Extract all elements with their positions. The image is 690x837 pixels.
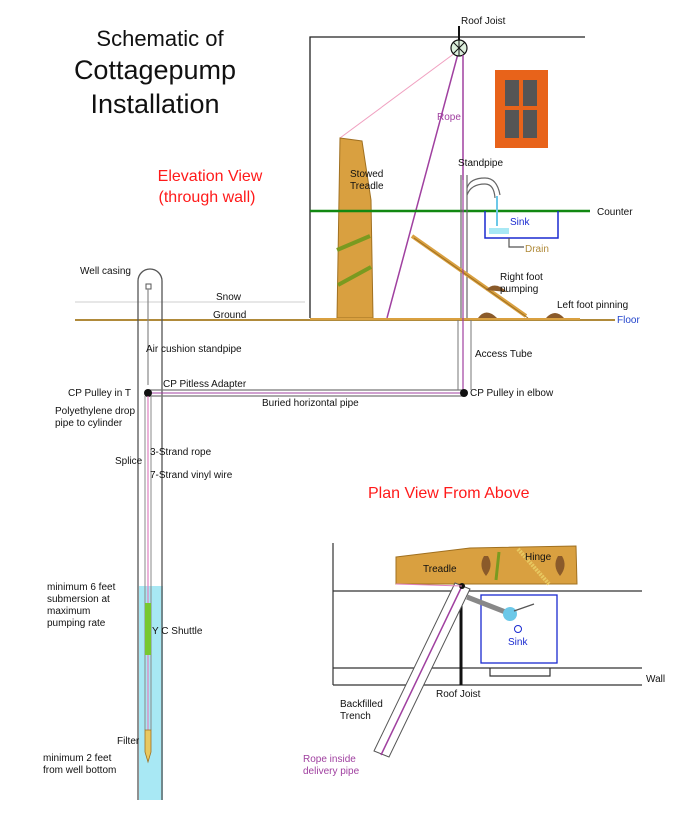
rope-pink-diagonal [339,49,460,139]
title-line3: Installation [90,89,219,119]
title-line2: Cottagepump [74,55,236,85]
label-pulley-elbow: CP Pulley in elbow [470,388,554,399]
faucet-plan [513,603,535,612]
buried-pipe [148,389,465,397]
label-min6: minimum 6 feet submersion at maximum pum… [47,582,118,629]
label-poly-drop: Polyethylene drop pipe to cylinder [55,406,138,429]
filter-icon [144,729,152,764]
access-tube [457,320,472,390]
label-pitless: CP Pitless Adapter [163,379,247,390]
label-filter: Filter [117,736,140,747]
label-roof-joist-top: Roof Joist [461,16,506,27]
rope-inside-l2: delivery pipe [303,766,360,777]
label-min2: minimum 2 feet from well bottom [43,753,116,776]
label-rope-inside: Rope inside delivery pipe [303,754,360,777]
counter-notch [489,668,551,677]
stowed-l2: Treadle [350,181,384,192]
label-backfilled: Backfilled Trench [340,699,386,722]
backfilled-l2: Trench [340,711,371,722]
standpipe-spout-plan [466,594,509,616]
stowed-treadle-board [336,137,374,319]
label-sink-plan: Sink [508,637,528,648]
min6-l2: submersion at [47,594,110,605]
delivery-pipe-rope [380,585,463,756]
label-roof-joist-plan: Roof Joist [436,689,481,700]
treadle-strap-1 [336,234,371,252]
stowed-l1: Stowed [350,169,383,180]
left-foot-icon-1 [478,312,497,318]
label-pulley-t: CP Pulley in T [68,388,131,399]
label-ground: Ground [213,310,246,321]
window-icon [495,70,548,148]
rope-inside-l1: Rope inside [303,754,356,765]
shuttle-icon [145,603,151,655]
label-drain: Drain [525,244,549,255]
well-casing [137,268,163,800]
label-buried-pipe: Buried horizontal pipe [262,398,359,409]
label-hinge: Hinge [525,552,552,563]
min2-l2: from well bottom [43,765,116,776]
poly-l1: Polyethylene drop [55,406,135,417]
plan-heading: Plan View From Above [368,485,530,502]
label-wall: Wall [646,674,665,685]
treadle-strap-2 [337,265,372,287]
pulley-spokes [452,40,466,56]
label-well-casing: Well casing [80,266,131,277]
label-left-foot: Left foot pinning [557,300,628,311]
air-cushion-cap [145,283,152,290]
plan-foot-1 [481,556,491,576]
label-sink-elev: Sink [510,217,530,228]
label-counter: Counter [597,207,633,218]
right-foot-icon [486,285,507,292]
label-splice: Splice [115,456,143,467]
sink-plan-basin [480,594,558,664]
label-floor: Floor [617,315,640,326]
drain-plan-icon [514,625,522,633]
hinge-icon [516,547,551,586]
min6-l3: maximum [47,606,90,617]
label-standpipe: Standpipe [458,158,503,169]
plan-rope-pink [395,583,463,587]
left-foot-icon-2 [546,313,564,318]
label-air-cushion: Air cushion standpipe [146,344,242,355]
min6-l4: pumping rate [47,618,106,629]
label-7strand: 7-Strand vinyl wire [150,470,233,481]
min6-l1: minimum 6 feet [47,582,116,593]
label-stowed-treadle: Stowed Treadle [350,169,386,192]
label-access-tube: Access Tube [475,349,533,360]
pulley-t-icon [144,389,152,397]
plan-foot-2 [555,556,565,576]
title-line1: Schematic of [96,26,224,51]
label-rope: Rope [437,112,461,123]
plan-strap [494,551,501,581]
rf-l2: pumping [500,284,538,295]
active-treadle-edge [413,237,529,319]
house-wall-outline [309,36,585,318]
rope-purple-diagonal [386,49,460,319]
elevation-heading-line1: Elevation View [158,168,263,185]
sink-water [489,228,509,234]
drain-pipe [508,238,524,248]
min2-l1: minimum 2 feet [43,753,112,764]
backfilled-l1: Backfilled [340,699,383,710]
standpipe [460,175,501,318]
pulley-elbow-icon [460,389,468,397]
label-3strand: 3-Strand rope [150,447,212,458]
drop-pipe [144,396,152,730]
label-snow: Snow [216,292,242,303]
label-right-foot: Right foot pumping [500,272,546,295]
sink-basin-elev [484,211,559,239]
rf-l1: Right foot [500,272,543,283]
label-treadle: Treadle [423,564,457,575]
poly-l2: pipe to cylinder [55,418,123,429]
water-drop-plan [503,607,517,621]
label-shuttle: Y C Shuttle [152,626,203,637]
plan-wall-lines [332,543,642,686]
elevation-heading-line2: (through wall) [159,189,256,206]
